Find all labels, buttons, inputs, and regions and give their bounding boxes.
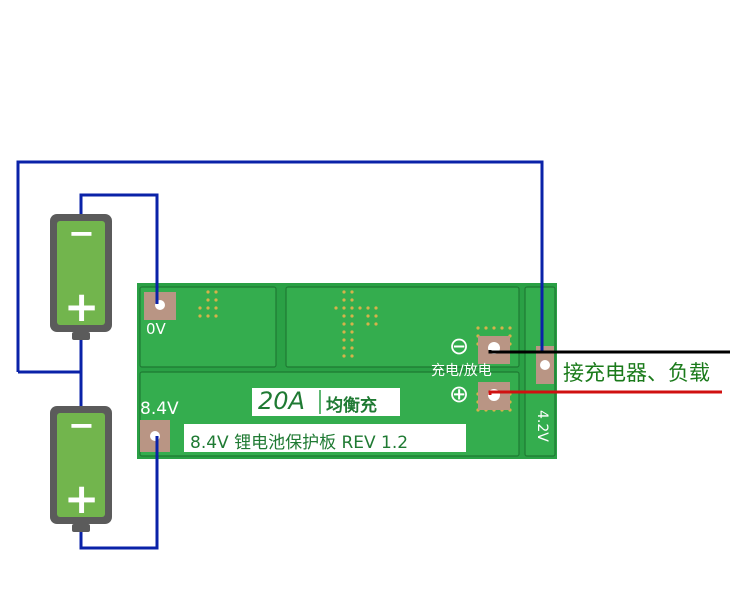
plus-symbol: ⊕	[449, 380, 470, 408]
battery-top-minus: −	[68, 214, 95, 252]
battery-bottom-minus: −	[68, 406, 95, 444]
minus-symbol: ⊖	[449, 332, 470, 360]
port-label: 充电/放电	[431, 363, 492, 379]
blue-wires	[16, 160, 544, 550]
pcb-board	[137, 283, 557, 459]
battery-top	[50, 214, 112, 340]
balance-label: 均衡充	[326, 396, 377, 416]
label-0v: 0V	[146, 320, 166, 338]
current-rating: 20A	[258, 387, 305, 415]
battery-top-plus: +	[64, 282, 100, 331]
label-84v: 8.4V	[140, 399, 179, 419]
red-wire	[488, 390, 722, 395]
black-wire	[488, 350, 730, 354]
annotation-text: 接充电器、负载	[563, 361, 710, 385]
battery-bottom	[50, 406, 112, 532]
label-42v: 4.2V	[534, 410, 550, 442]
battery-bottom-plus: +	[64, 474, 100, 523]
board-title: 8.4V 锂电池保护板 REV 1.2	[190, 433, 409, 453]
